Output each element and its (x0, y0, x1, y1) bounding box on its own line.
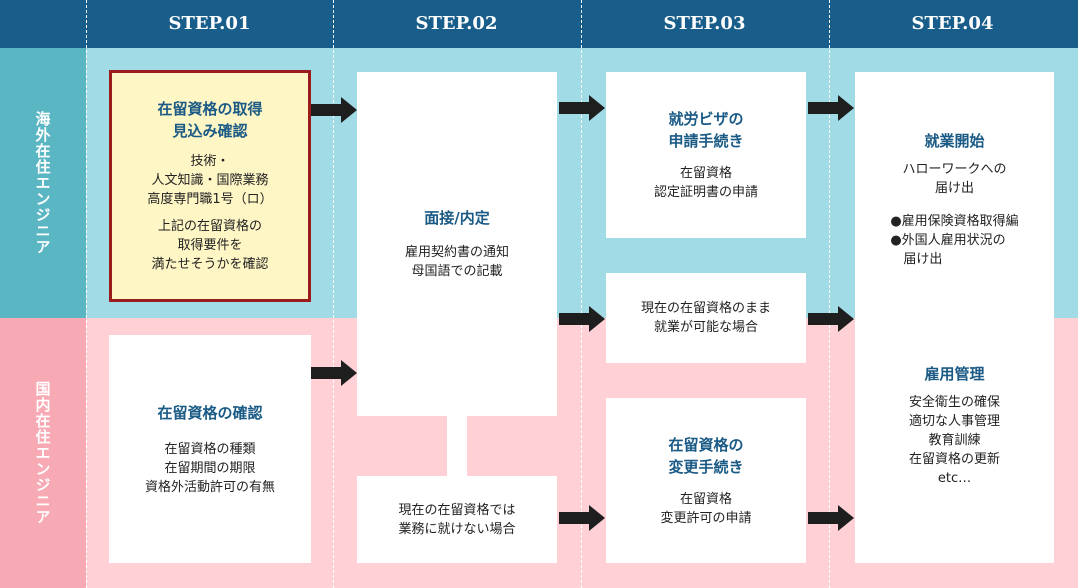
box-detail: 在留資格の種類 在留期間の期限 資格外活動許可の有無 (144, 441, 275, 495)
arrow-right-icon (311, 360, 357, 386)
box-detail: 安全衛生の確保 適切な人事管理 教育訓練 在留資格の更新 etc… (908, 395, 1000, 486)
arrow-right-icon (808, 95, 854, 121)
step-03-label: STEP.03 (663, 13, 746, 34)
box-detail: 技術・ 人文知識・国際業務 高度専門職1号（ロ） (147, 154, 273, 207)
box-status-change-procedure: 在留資格の 変更手続き 在留資格 変更許可の申請 (606, 398, 806, 563)
step-02-label: STEP.02 (415, 13, 498, 34)
box-title: 面接/内定 (424, 209, 490, 227)
box-detail: 雇用契約書の通知 母国語での記載 (404, 245, 509, 279)
box-can-work-current-status: 現在の在留資格のまま 就業が可能な場合 (606, 273, 806, 363)
box-title: 雇用管理 (924, 365, 985, 383)
arrow-right-icon (808, 306, 854, 332)
box-text: 現在の在留資格では 業務に就けない場合 (398, 502, 516, 537)
box-detail: 在留資格 変更許可の申請 (660, 491, 752, 526)
step-04-label: STEP.04 (911, 13, 994, 34)
box-work-visa-application: 就労ビザの 申請手続き 在留資格 認定証明書の申請 (606, 72, 806, 238)
box-text: 現在の在留資格のまま 就業が可能な場合 (640, 301, 771, 335)
box-detail: ハローワークへの 届け出 (902, 162, 1007, 196)
column-divider (829, 0, 830, 588)
box-title: 在留資格の 変更手続き (668, 435, 744, 476)
step-header (0, 0, 1078, 48)
column-divider (86, 0, 87, 588)
box-detail: 上記の在留資格の 取得要件を 満たせそうかを確認 (151, 219, 269, 272)
step-01-label: STEP.01 (168, 13, 251, 34)
arrow-right-icon (808, 505, 854, 531)
box-visa-prospect-check: 在留資格の取得 見込み確認 技術・ 人文知識・国際業務 高度専門職1号（ロ） 上… (109, 70, 311, 302)
arrow-right-icon (559, 95, 605, 121)
row-label-overseas: 海外在住エンジニア (0, 48, 86, 318)
box-detail: 在留資格 認定証明書の申請 (653, 166, 758, 200)
box-interview-offer: 面接/内定 雇用契約書の通知 母国語での記載 (357, 72, 557, 416)
box-title: 在留資格の取得 見込み確認 (157, 100, 263, 140)
box-title: 就労ビザの 申請手続き (668, 110, 744, 150)
column-divider (333, 0, 334, 588)
box-status-check: 在留資格の確認 在留資格の種類 在留期間の期限 資格外活動許可の有無 (109, 335, 311, 563)
box-bullets: ●雇用保険資格取得編 ●外国人雇用状況の 届け出 (890, 214, 1019, 267)
box-cannot-work-current-status: 現在の在留資格では 業務に就けない場合 (357, 476, 557, 563)
box-title: 就業開始 (924, 132, 985, 150)
row-label-domestic: 国内在住エンジニア (0, 318, 86, 588)
column-divider (581, 0, 582, 588)
arrow-right-icon (559, 306, 605, 332)
connector (447, 416, 467, 476)
box-employment-start-management: 就業開始 ハローワークへの 届け出 ●雇用保険資格取得編 ●外国人雇用状況の 届… (855, 72, 1054, 563)
arrow-right-icon (311, 97, 357, 123)
box-title: 在留資格の確認 (157, 403, 263, 422)
arrow-right-icon (559, 505, 605, 531)
